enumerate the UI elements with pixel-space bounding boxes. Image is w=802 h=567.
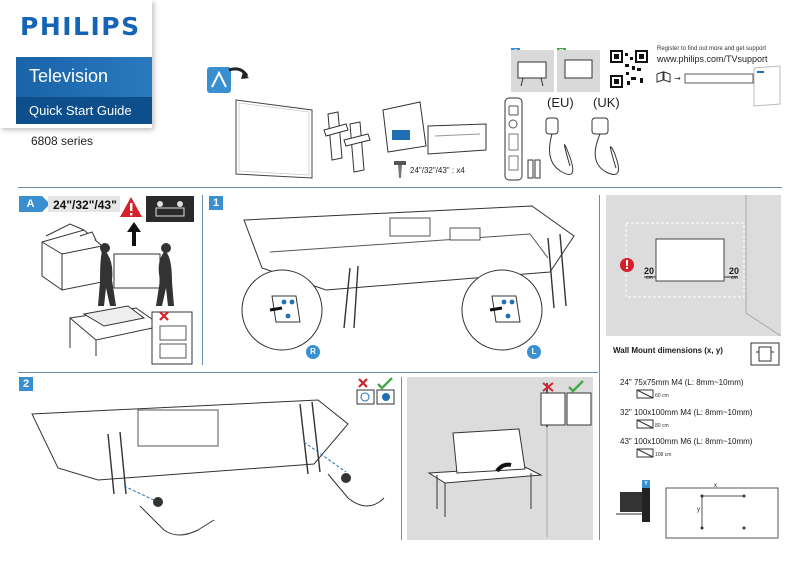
philips-logo: PHILIPS — [20, 12, 141, 41]
header-divider — [18, 187, 782, 188]
screw-icon — [394, 161, 406, 178]
wall-mount-title: Wall Mount dimensions (x, y) — [613, 346, 723, 355]
remote-control-illustration — [504, 97, 523, 181]
cable-gap-icon — [636, 389, 654, 399]
cable-gap-icon — [636, 419, 654, 429]
svg-text:→: → — [674, 74, 681, 83]
gap-right-value: 20 — [729, 266, 740, 276]
row-divider — [18, 372, 598, 373]
subtitle-band: Quick Start Guide — [16, 97, 152, 124]
series-label: 6808 series — [31, 134, 94, 148]
title-band: Television — [16, 57, 152, 97]
screw-depth-tag: Y — [642, 480, 650, 488]
register-note: Register to find out more and get suppor… — [657, 46, 767, 52]
support-url[interactable]: www.philips.com/TVsupport — [657, 54, 768, 64]
wall-mount-cm-32: 80 cm — [655, 423, 669, 429]
screw-quantity-note: 24"/32"/43" : x4 — [410, 166, 465, 175]
cable-gap-icon — [636, 448, 654, 458]
wall-mount-cm-43: 108 cm — [655, 452, 672, 458]
tv-illustration — [235, 99, 313, 179]
gap-left-unit: cm — [646, 275, 653, 281]
divider-1-b — [599, 195, 600, 540]
manual-illustration — [382, 101, 487, 155]
support-page-thumbnail — [753, 65, 781, 107]
attach-stand-illustration — [31, 399, 385, 536]
sizes-badge-bg — [48, 196, 120, 212]
left-stand-tag: L — [527, 345, 541, 359]
divider-a-1 — [202, 195, 203, 365]
two-person-lift-thumbnail — [146, 196, 194, 222]
doc-title: Television — [29, 66, 109, 86]
vesa-axis-x: x — [714, 483, 717, 489]
qr-code-icon — [610, 50, 648, 88]
region-label-eu: (EU) — [547, 95, 574, 110]
wall-mount-icon — [750, 342, 780, 366]
unboxing-illustration — [41, 222, 193, 365]
stand-legs-illustration — [323, 111, 371, 173]
tv-back-illustration — [241, 205, 575, 351]
vesa-axis-y: y — [697, 507, 700, 513]
wall-mount-row-32: 32" 100x100mm M4 (L: 8mm~10mm) — [620, 408, 753, 417]
step-1-label: 1 — [209, 196, 223, 210]
step-a-arrow — [42, 196, 50, 212]
region-label-uk: (UK) — [593, 95, 620, 110]
wall-mount-cm-24: 60 cm — [655, 393, 669, 399]
step-2-label: 2 — [19, 377, 33, 391]
warning-icon — [120, 197, 142, 217]
accessory-a-thumbnail — [511, 50, 554, 92]
divider-2-3 — [401, 377, 402, 540]
accessory-b-thumbnail — [557, 50, 600, 92]
power-cords-illustration — [545, 117, 619, 175]
vesa-diagram — [616, 487, 779, 539]
wall-mount-row-43: 43" 100x100mm M6 (L: 8mm~10mm) — [620, 437, 753, 446]
right-stand-tag: R — [306, 345, 320, 359]
wall-mount-row-24: 24" 75x75mm M4 (L: 8mm~10mm) — [620, 378, 744, 387]
batteries-illustration — [527, 159, 541, 179]
gap-left-value: 20 — [644, 266, 655, 276]
wall-mount-illustration — [620, 195, 782, 337]
step-a-sizes: 24"/32"/43" — [53, 198, 117, 212]
step-a-label: A — [19, 196, 42, 212]
place-tv-illustration — [407, 377, 593, 540]
correct-incorrect-icons — [356, 377, 395, 405]
doc-subtitle: Quick Start Guide — [29, 103, 132, 118]
page-flip-icon — [207, 67, 249, 93]
gap-right-unit: cm — [731, 275, 738, 281]
